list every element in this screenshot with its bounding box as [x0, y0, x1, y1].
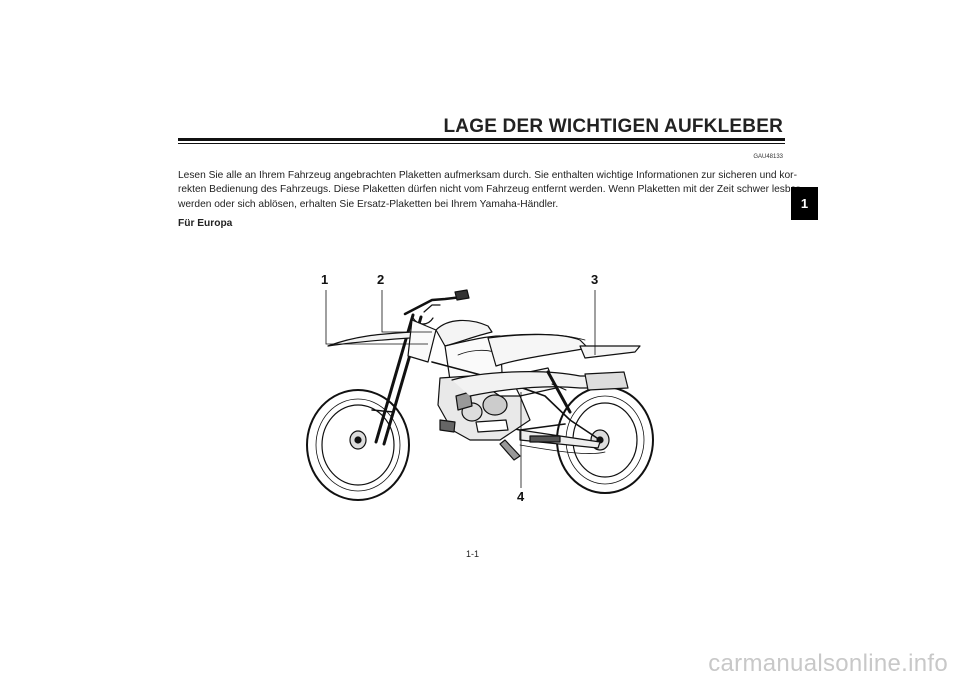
- intro-line: Lesen Sie alle an Ihrem Fahrzeug angebra…: [178, 170, 797, 181]
- intro-line: rekten Bedienung des Fahrzeugs. Diese Pl…: [178, 184, 800, 196]
- callout-2-leader: [381, 290, 432, 333]
- callout-3: 3: [591, 272, 599, 287]
- intro-line: werden oder sich ablösen, erhalten Sie E…: [178, 198, 559, 210]
- callout-2: 2: [377, 272, 385, 287]
- chapter-tab: 1: [791, 187, 818, 220]
- title-rule-thin: [178, 143, 785, 144]
- page-title: LAGE DER WICHTIGEN AUFKLEBER: [443, 116, 783, 137]
- callout-1-leader: [325, 290, 428, 345]
- watermark: carmanualsonline.info: [708, 650, 948, 677]
- region-subheading: Für Europa: [178, 218, 233, 229]
- page-number: 1-1: [466, 549, 480, 559]
- title-rule-thick: [178, 138, 785, 141]
- intro-paragraph: Lesen Sie alle an Ihrem Fahrzeug angebra…: [178, 169, 800, 212]
- front-tire: [306, 389, 410, 501]
- callout-4: 4: [517, 489, 525, 504]
- callout-1: 1: [321, 272, 329, 287]
- document-code: GAU48133: [753, 154, 783, 160]
